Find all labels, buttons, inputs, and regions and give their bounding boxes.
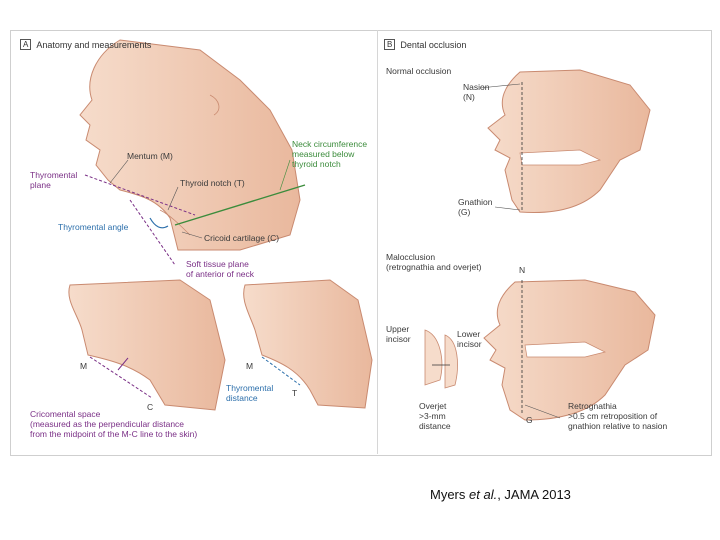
citation-rest: , JAMA 2013 <box>497 487 571 502</box>
panel-a-heading: A Anatomy and measurements <box>20 39 151 50</box>
panel-divider <box>377 30 378 454</box>
label-mentum: Mentum (M) <box>127 151 173 161</box>
thyromental-plane-line <box>84 174 196 216</box>
thyromental-angle-arc <box>149 217 169 229</box>
label-normal-occlusion: Normal occlusion <box>386 66 452 76</box>
label-m-left: M <box>80 361 88 371</box>
citation-author: Myers <box>430 487 466 502</box>
panel-a-letter: A <box>20 39 32 50</box>
panel-b-heading: B Dental occlusion <box>384 39 466 50</box>
citation: Myers et al., JAMA 2013 <box>430 487 571 502</box>
label-thyromental-angle: Thyromental angle <box>58 222 129 232</box>
label-t-right: T <box>292 388 298 398</box>
label-m-right: M <box>246 361 254 371</box>
head-profile-large <box>79 39 301 251</box>
neck-circumference-line <box>174 184 306 226</box>
soft-tissue-plane-line <box>129 199 176 266</box>
label-soft-tissue-plane: Soft tissue plane of anterior of neck <box>186 259 255 279</box>
neck-profile-left <box>68 279 226 411</box>
label-n: N <box>519 265 526 275</box>
label-retrognathia: Retrognathia >0.5 cm retroposition of gn… <box>568 401 668 431</box>
citation-etal: et al. <box>469 487 498 502</box>
label-gnathion: Gnathion (G) <box>458 197 493 217</box>
head-dental-malocclusion <box>483 279 656 421</box>
label-overjet: Overjet >3-mm distance <box>419 401 451 431</box>
label-thyromental-plane: Thyromental plane <box>30 170 78 190</box>
label-malocclusion: Malocclusion (retrognathia and overjet) <box>386 252 482 272</box>
label-upper-incisor: Upper incisor <box>386 324 411 344</box>
label-neck-circumference: Neck circumference measured below thyroi… <box>292 139 368 169</box>
label-thyroid-notch: Thyroid notch (T) <box>180 178 245 188</box>
panel-a-title: Anatomy and measurements <box>36 39 152 50</box>
incisor-inset <box>424 329 458 389</box>
panel-b-title: Dental occlusion <box>400 39 467 50</box>
head-dental-normal <box>487 69 651 214</box>
label-nasion: Nasion (N) <box>463 82 490 102</box>
panel-b-letter: B <box>384 39 396 50</box>
label-lower-incisor: Lower incisor <box>457 329 482 349</box>
neck-profile-right <box>243 279 373 409</box>
label-thyromental-distance: Thyromental distance <box>226 383 274 403</box>
label-g: G <box>526 415 533 425</box>
label-cricomental-space: Cricomental space (measured as the perpe… <box>30 409 198 439</box>
label-cricoid: Cricoid cartilage (C) <box>204 233 280 243</box>
label-c-left: C <box>147 402 154 412</box>
